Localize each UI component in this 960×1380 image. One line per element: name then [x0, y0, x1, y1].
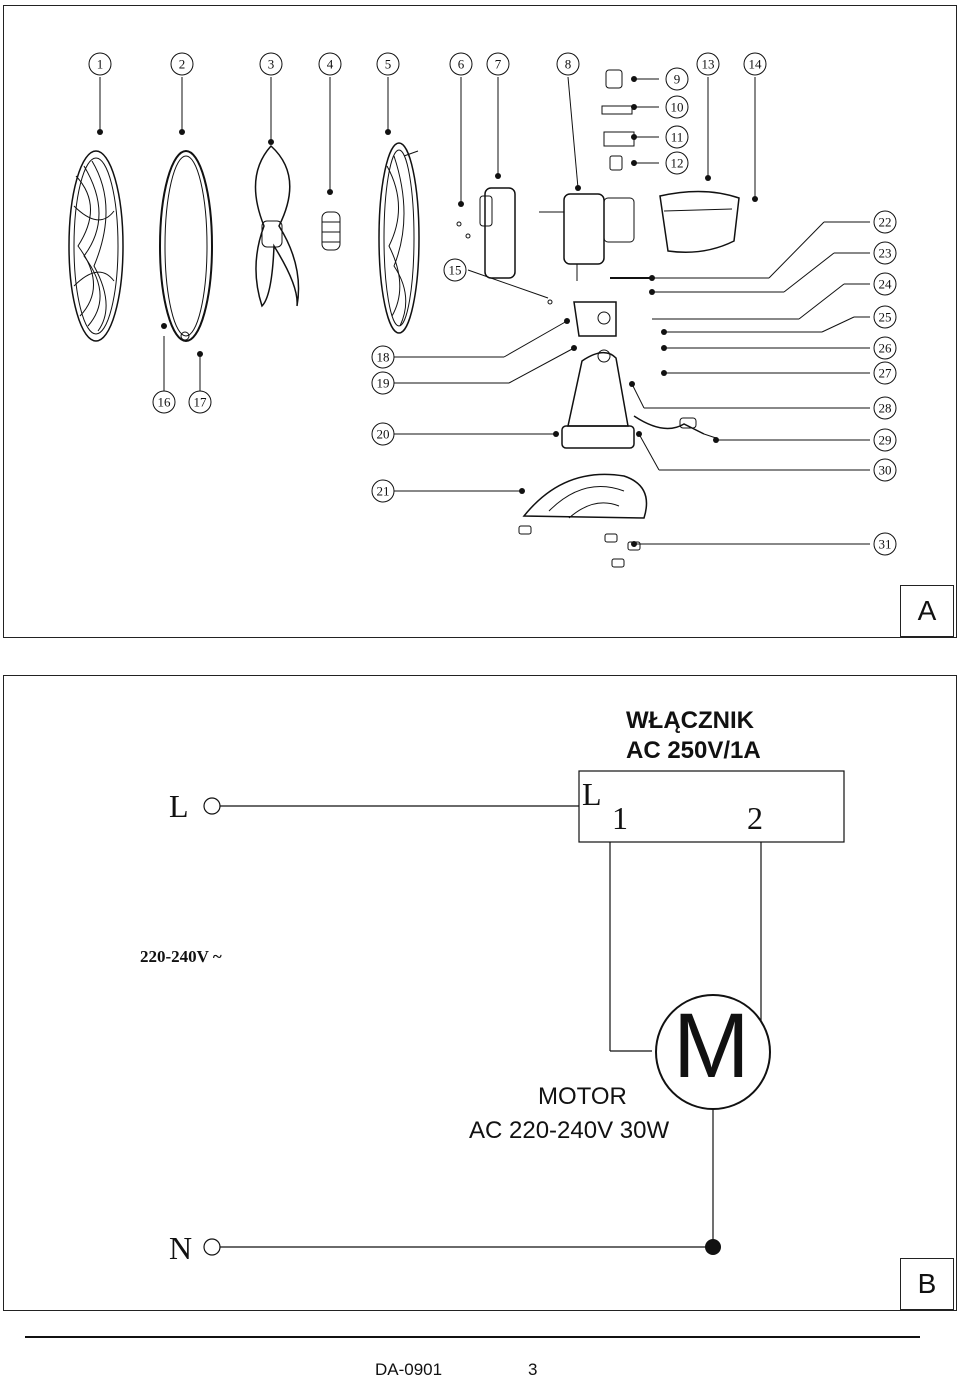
switch-title-line1: WŁĄCZNIK — [626, 707, 754, 734]
part-number-label: 15 — [449, 263, 462, 278]
terminal-n-label: N — [169, 1230, 193, 1266]
part-number-label: 25 — [879, 310, 892, 325]
part-number-circle — [371, 345, 395, 369]
switch-l-label: L — [582, 776, 602, 812]
motor-label-line1: MOTOR — [538, 1083, 627, 1110]
part-number-circle — [873, 396, 897, 420]
part-number-circle — [88, 52, 112, 76]
part-number-circle — [376, 52, 400, 76]
part-number-circle — [449, 52, 473, 76]
part-number-label: 28 — [879, 401, 892, 416]
footer-divider — [25, 1336, 920, 1338]
panel-a-label: A — [900, 585, 954, 637]
motor-symbol: M — [673, 995, 750, 1097]
part-number-circle — [873, 272, 897, 296]
part-number-label: 8 — [565, 57, 572, 72]
part-number-circle — [152, 390, 176, 414]
part-number-label: 16 — [158, 395, 172, 410]
part-number-label: 29 — [879, 433, 892, 448]
part-number-circle — [696, 52, 720, 76]
exploded-view-drawing: 1234567891011121314151617181920212223242… — [68, 52, 897, 568]
part-number-circle — [873, 336, 897, 360]
part-number-label: 20 — [377, 427, 390, 442]
switch-box — [578, 770, 845, 843]
part-number-circle — [873, 532, 897, 556]
switch-title-line2: AC 250V/1A — [626, 737, 761, 764]
part-number-circle — [318, 52, 342, 76]
part-number-label: 24 — [879, 277, 893, 292]
part-number-circle — [873, 361, 897, 385]
part-number-label: 6 — [458, 57, 465, 72]
part-number-label: 11 — [671, 130, 684, 145]
part-number-circle — [665, 95, 689, 119]
part-number-circle — [486, 52, 510, 76]
switch-terminal-1-label: 1 — [612, 800, 628, 836]
part-number-circle — [873, 458, 897, 482]
part-number-label: 10 — [671, 100, 684, 115]
part-number-label: 2 — [179, 57, 186, 72]
part-number-circle — [873, 210, 897, 234]
footer-model-code: DA-0901 — [375, 1360, 443, 1379]
part-number-circle — [371, 371, 395, 395]
part-number-label: 30 — [879, 463, 892, 478]
junction-dot — [705, 1239, 721, 1255]
motor-label-line2: AC 220-240V 30W — [469, 1117, 670, 1144]
terminal-l-label: L — [169, 788, 189, 824]
switch-terminal-2-label: 2 — [747, 800, 763, 836]
part-number-label: 1 — [97, 57, 104, 72]
footer-page-number: 3 — [528, 1360, 538, 1379]
part-number-label: 22 — [879, 215, 892, 230]
part-number-circle — [371, 479, 395, 503]
part-number-circle — [743, 52, 767, 76]
part-number-label: 27 — [879, 366, 893, 381]
part-number-label: 14 — [749, 57, 763, 72]
terminal-l-circle — [203, 797, 221, 815]
part-number-label: 18 — [377, 350, 390, 365]
part-number-label: 12 — [671, 156, 684, 171]
supply-voltage-label: 220-240V ~ — [140, 947, 222, 966]
part-number-label: 9 — [674, 72, 681, 87]
part-number-label: 3 — [268, 57, 275, 72]
part-number-label: 4 — [327, 57, 334, 72]
part-number-label: 19 — [377, 376, 390, 391]
part-number-circle — [188, 390, 212, 414]
part-number-label: 31 — [879, 537, 892, 552]
part-number-circle — [259, 52, 283, 76]
part-number-label: 17 — [194, 395, 208, 410]
part-number-circle — [665, 125, 689, 149]
terminal-n-circle — [203, 1238, 221, 1256]
part-number-label: 7 — [495, 57, 502, 72]
part-number-circle — [665, 151, 689, 175]
part-number-circle — [443, 258, 467, 282]
panel-b-label: B — [900, 1258, 954, 1310]
part-number-circle — [665, 67, 689, 91]
part-number-circle — [873, 428, 897, 452]
part-number-label: 23 — [879, 246, 892, 261]
part-number-circle — [371, 422, 395, 446]
part-number-circle — [873, 305, 897, 329]
part-number-label: 21 — [377, 484, 390, 499]
part-number-circle — [170, 52, 194, 76]
part-number-circle — [873, 241, 897, 265]
wiring-diagram-drawing — [203, 770, 845, 1256]
wiring-diagram-panel: WŁĄCZNIK AC 250V/1A L L 1 2 220-240V ~ M… — [3, 675, 957, 1311]
part-number-label: 13 — [702, 57, 715, 72]
part-number-label: 26 — [879, 341, 893, 356]
part-number-circle — [556, 52, 580, 76]
part-number-label: 5 — [385, 57, 392, 72]
